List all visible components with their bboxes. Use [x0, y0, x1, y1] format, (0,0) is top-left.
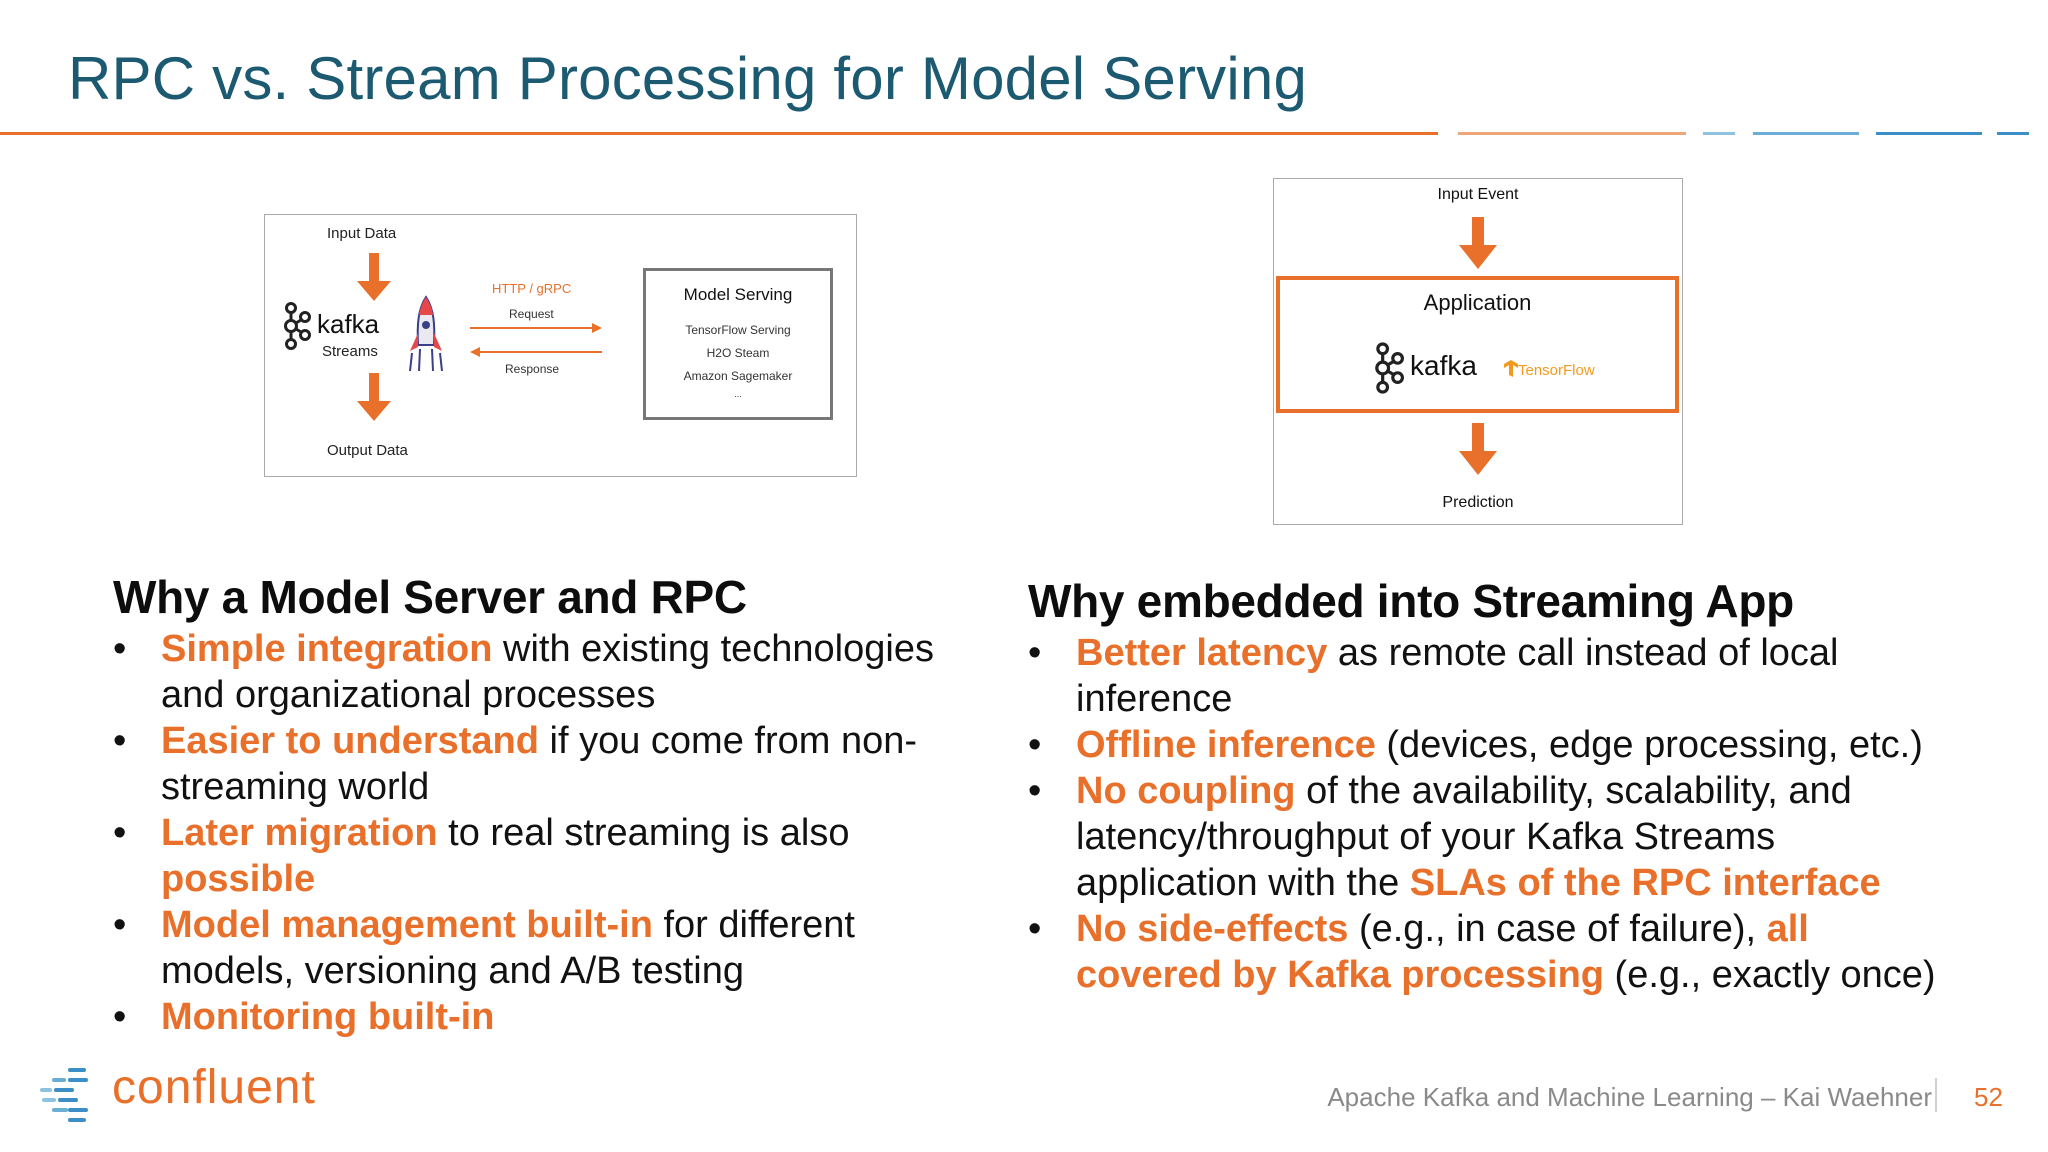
list-item: •Later migration to real streaming is al… [113, 812, 850, 900]
title-rule-segment [1703, 132, 1735, 135]
title-rule [0, 132, 1438, 135]
protocol-label: HTTP / gRPC [492, 281, 572, 296]
footer-caption: Apache Kafka and Machine Learning – Kai … [1327, 1082, 1932, 1112]
rocket-icon [409, 295, 443, 372]
streaming-reasons-list: •Better latency as remote call instead o… [1028, 630, 1948, 998]
bullet-icon: • [1028, 632, 1042, 674]
bullet-icon: • [113, 628, 127, 670]
arrow-down-icon [357, 373, 391, 421]
bullet-icon: • [113, 904, 127, 946]
title-rule-segment [1876, 132, 1982, 135]
title-rule-segment [1997, 132, 2029, 135]
streams-label: Streams [322, 343, 378, 360]
bullet-icon: • [1028, 770, 1042, 812]
arrow-left-icon [470, 347, 602, 357]
rpc-reasons-column: Why a Model Server and RPC •Simple integ… [113, 570, 983, 1040]
application-label: Application [1423, 290, 1532, 315]
bullet-icon: • [113, 996, 127, 1038]
streaming-diagram: Input Event Application kafka TensorFlow [1273, 178, 1683, 525]
confluent-logo: confluent [40, 1061, 315, 1126]
arrow-down-icon [1459, 217, 1497, 269]
response-label: Response [505, 362, 560, 376]
title-rule-segment [1753, 132, 1859, 135]
arrow-right-icon [470, 323, 602, 333]
tensorflow-wordmark: TensorFlow [1518, 362, 1595, 379]
kafka-wordmark: kafka [317, 309, 380, 339]
list-item: •No coupling of the availability, scalab… [1028, 770, 1881, 904]
kafka-logo-icon [1375, 342, 1404, 394]
arrow-down-icon [357, 253, 391, 301]
bullet-icon: • [113, 812, 127, 854]
confluent-wordmark: confluent [112, 1061, 316, 1114]
application-box: Application kafka TensorFlow [1276, 276, 1679, 413]
list-item: •No side-effects (e.g., in case of failu… [1028, 908, 1936, 996]
rpc-diagram: Input Data kafka Streams Output Data [264, 214, 857, 477]
prediction-label: Prediction [1442, 494, 1514, 511]
list-item: •Better latency as remote call instead o… [1028, 632, 1839, 720]
list-item: •Offline inference (devices, edge proces… [1028, 724, 1923, 766]
bullet-icon: • [113, 720, 127, 762]
kafka-wordmark: kafka [1410, 350, 1477, 381]
bullet-icon: • [1028, 724, 1042, 766]
kafka-logo-icon [284, 302, 311, 350]
list-item: •Model management built-in for different… [113, 904, 855, 992]
bullet-icon: • [1028, 908, 1042, 950]
list-item: •Easier to understand if you come from n… [113, 720, 918, 808]
title-rule-segment [1458, 132, 1686, 135]
streaming-reasons-column: Why embedded into Streaming App •Better … [1028, 574, 1948, 998]
input-event-label: Input Event [1437, 186, 1519, 203]
tensorflow-logo-icon [1504, 360, 1518, 377]
arrow-down-icon [1459, 423, 1497, 475]
rpc-reasons-heading: Why a Model Server and RPC [113, 571, 747, 623]
slide-title: RPC vs. Stream Processing for Model Serv… [68, 45, 1308, 112]
footer-divider [1935, 1078, 1937, 1112]
confluent-mark-icon [40, 1068, 88, 1122]
request-label: Request [509, 307, 554, 321]
model-serving-item: ... [734, 389, 742, 399]
model-serving-item: H2O Steam [706, 346, 770, 360]
rpc-reasons-list: •Simple integration with existing techno… [113, 626, 983, 1040]
model-serving-item: TensorFlow Serving [685, 323, 791, 337]
model-serving-title: Model Serving [683, 285, 793, 304]
model-serving-item: Amazon Sagemaker [683, 369, 793, 383]
input-data-label: Input Data [327, 225, 397, 242]
page-number: 52 [1974, 1082, 2003, 1112]
output-data-label: Output Data [327, 442, 408, 459]
list-item: •Simple integration with existing techno… [113, 628, 934, 716]
model-serving-box: Model Serving TensorFlow Serving H2O Ste… [643, 268, 833, 420]
list-item: •Monitoring built-in [113, 996, 495, 1038]
streaming-reasons-heading: Why embedded into Streaming App [1028, 575, 1794, 627]
